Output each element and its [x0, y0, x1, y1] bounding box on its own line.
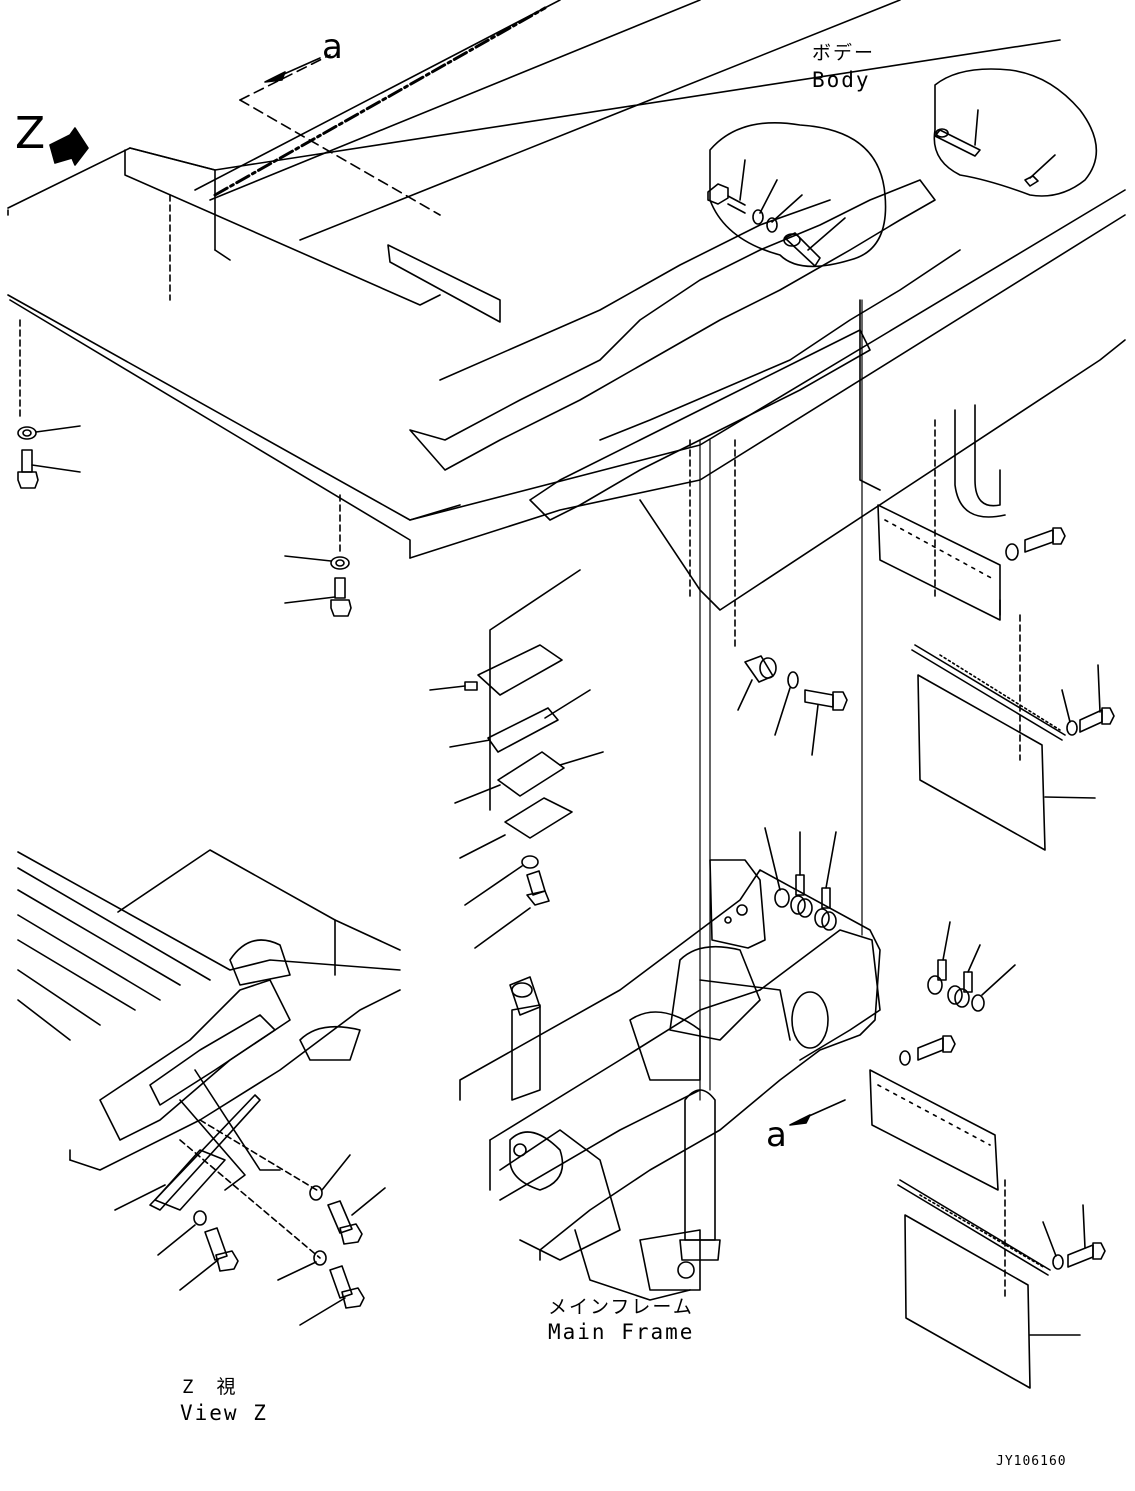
main-frame-label-en: Main Frame — [548, 1320, 695, 1344]
body-mount-hardware — [18, 426, 351, 616]
body-label-jp: ボデー — [812, 42, 876, 64]
pin-detail-callout — [708, 69, 1096, 266]
view-z-inset — [18, 850, 400, 1325]
view-z-label-en: View Z — [180, 1401, 268, 1425]
pad-stack — [430, 570, 603, 948]
view-z-marker: Z — [15, 108, 46, 159]
section-arrows — [265, 58, 845, 1125]
main-frame-label-jp: メインフレーム — [548, 1296, 694, 1318]
section-marker-bottom: a — [766, 1115, 787, 1155]
drawing-code: JY106160 — [996, 1454, 1067, 1469]
hinge-pin-hardware — [738, 656, 847, 755]
body-assembly — [8, 0, 1125, 650]
view-z-label-jp: Z 視 — [182, 1376, 238, 1398]
view-z-arrow — [50, 128, 88, 165]
mudflap-lower — [870, 1036, 1105, 1388]
body-label-en: Body — [812, 68, 871, 92]
section-marker-top: a — [322, 27, 343, 67]
mudflap-upper — [878, 505, 1114, 850]
main-frame — [460, 300, 880, 1300]
shim-set — [765, 828, 1015, 1011]
